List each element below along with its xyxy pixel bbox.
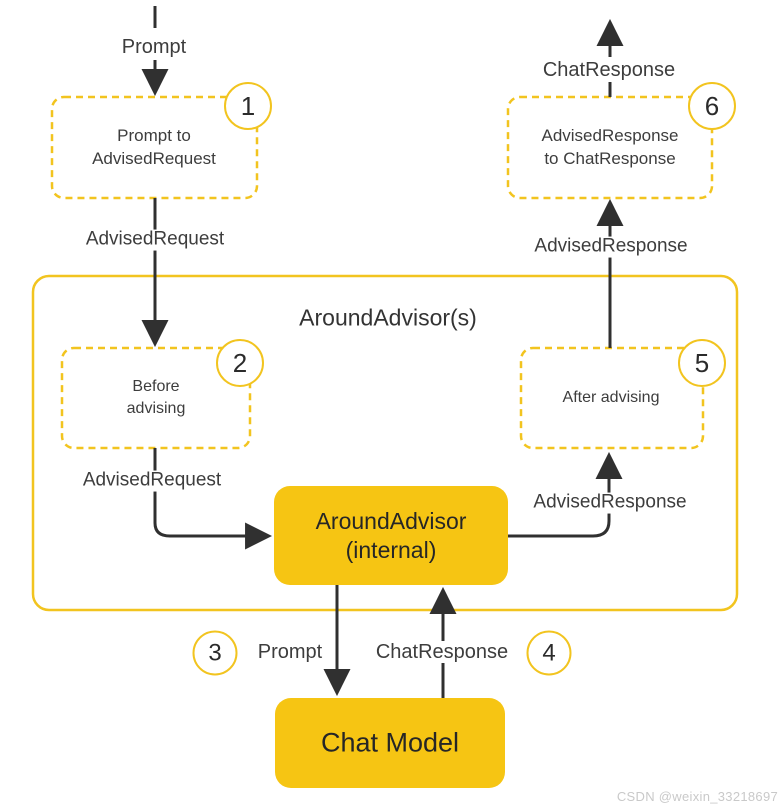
step-badge-6: 6 — [688, 82, 736, 130]
step-badge-3: 3 — [192, 630, 238, 676]
internal-node-line2: (internal) — [345, 537, 437, 563]
internal-node-line1: AroundAdvisor — [315, 508, 467, 534]
container-title: AroundAdvisor(s) — [299, 304, 477, 331]
box-text-step2-line2: advising — [126, 400, 186, 417]
box-text-step2-line1: Before — [132, 378, 180, 395]
step-badge-4: 4 — [526, 630, 572, 676]
label-chatresponse-bottom: ChatResponse — [370, 641, 514, 663]
csdn-watermark: CSDN @weixin_33218697 — [616, 789, 778, 804]
arrow-internal-into-step5 — [508, 451, 623, 538]
box-text-step1: Prompt to AdvisedRequest — [92, 124, 216, 170]
label-advisedrequest-in: AdvisedRequest — [77, 470, 227, 492]
step-badge-5: 5 — [678, 339, 726, 387]
node-text-chat-model: Chat Model — [320, 727, 460, 758]
box-after-advising — [519, 346, 705, 450]
label-prompt-bottom: Prompt — [252, 641, 328, 663]
box-text-step6-line1: AdvisedResponse — [541, 126, 679, 145]
arrow-step2-into-internal — [153, 448, 273, 550]
step-badge-2: 2 — [216, 339, 264, 387]
label-prompt-top: Prompt — [116, 36, 192, 58]
box-text-step1-line1: Prompt to — [117, 126, 191, 145]
box-text-step1-line2: AdvisedRequest — [92, 149, 216, 168]
box-before-advising — [60, 346, 252, 450]
box-text-step6-line2: to ChatResponse — [544, 149, 676, 168]
box-text-step6: AdvisedResponse to ChatResponse — [541, 124, 678, 170]
label-advisedresponse-in: AdvisedResponse — [528, 492, 692, 514]
box-text-step2: Before advising — [127, 376, 186, 420]
label-chatresponse-top: ChatResponse — [537, 59, 681, 81]
node-text-around-advisor-internal: AroundAdvisor (internal) — [316, 507, 467, 565]
step-badge-1: 1 — [224, 82, 272, 130]
label-advisedrequest-out: AdvisedRequest — [80, 229, 230, 251]
node-chat-model — [275, 698, 505, 788]
node-around-advisor-internal — [274, 486, 508, 585]
box-text-step5: After advising — [562, 389, 660, 406]
label-advisedresponse-out: AdvisedResponse — [529, 236, 693, 258]
